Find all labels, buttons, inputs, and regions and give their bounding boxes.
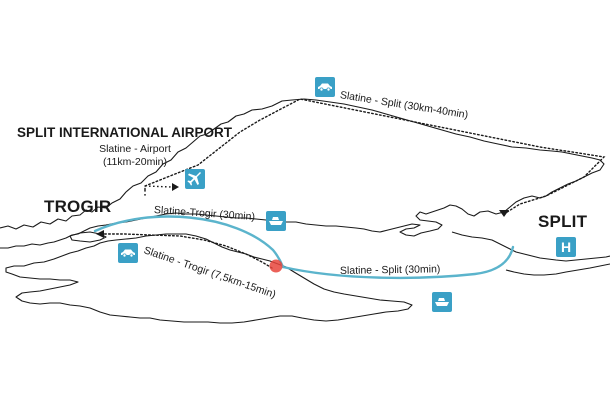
trogir-islet [69,231,107,243]
route-label-boat-split: Slatine - Split (30min) [339,263,441,277]
airport-route-label: Slatine - Airport [99,143,171,155]
route-sea-slatine-trogir [93,215,285,269]
boat-icon-trogir [266,211,286,231]
route-car-slatine-trogir [103,233,273,269]
route-car-airport-east [144,185,173,188]
hospital-icon: H [556,237,576,257]
split-label: SPLIT [538,212,588,231]
boat-icon-split [432,292,452,312]
arrowhead-airport [172,183,179,191]
route-car-slatine-split [144,98,606,215]
ciovo-island-coastline [5,233,413,324]
car-icon-trogir [118,243,138,263]
slatine-marker [269,259,283,273]
split-peninsula-coastline [451,231,610,262]
split-south-coastline [505,263,610,276]
airport-time-label: (11km-20min) [103,156,167,168]
car-icon [315,77,335,97]
route-sea-slatine-split [281,245,515,280]
mainland-coastline [0,98,605,249]
arrowhead-split [499,210,509,217]
trogir-label: TROGIR [44,197,112,216]
airport-name: SPLIT INTERNATIONAL AIRPORT [17,125,232,140]
arrowhead-trogir [96,230,104,238]
airplane-icon [185,169,205,189]
